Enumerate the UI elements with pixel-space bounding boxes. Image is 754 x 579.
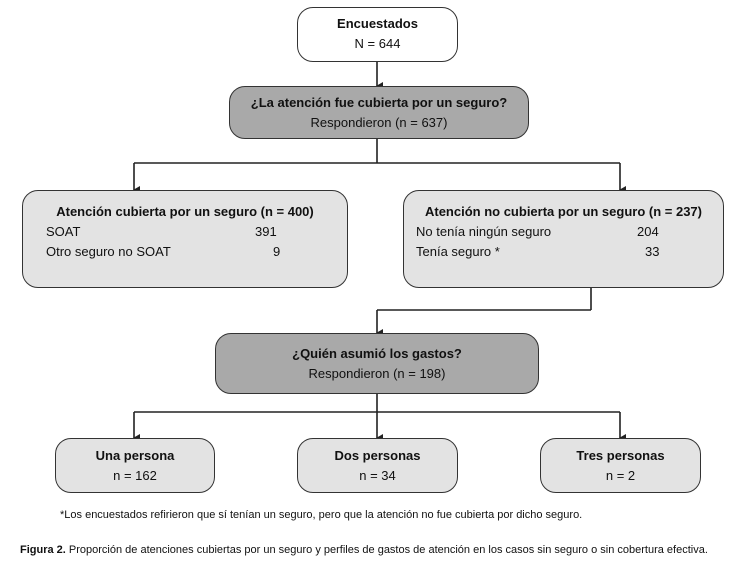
figure-caption: Figura 2. Proporción de atenciones cubie… bbox=[20, 543, 742, 557]
payer-title: Una persona bbox=[95, 448, 175, 463]
payer-title: Dos personas bbox=[334, 448, 421, 463]
not-covered-row-value: 204 bbox=[637, 224, 659, 239]
coverage-question-responses: Respondieron (n = 637) bbox=[310, 115, 448, 130]
not-covered-row-value: 33 bbox=[645, 244, 660, 259]
payer-title: Tres personas bbox=[576, 448, 665, 463]
figure-caption-text: Proporción de atenciones cubiertas por u… bbox=[68, 544, 708, 556]
covered-box: Atención cubierta por un seguro (n = 400… bbox=[22, 190, 348, 288]
expenses-question-responses: Respondieron (n = 198) bbox=[308, 366, 446, 381]
covered-row-value: 9 bbox=[273, 244, 281, 259]
respondents-title: Encuestados bbox=[337, 16, 418, 31]
payer-box-one: Una persona n = 162 bbox=[55, 438, 215, 493]
covered-row-value: 391 bbox=[255, 224, 277, 239]
expenses-question-box: ¿Quién asumió los gastos? Respondieron (… bbox=[215, 333, 539, 394]
not-covered-row-label: No tenía ningún seguro bbox=[416, 224, 552, 239]
coverage-question-box: ¿La atención fue cubierta por un seguro?… bbox=[229, 86, 529, 139]
covered-title: Atención cubierta por un seguro (n = 400… bbox=[56, 204, 314, 219]
covered-row-label: Otro seguro no SOAT bbox=[46, 244, 171, 259]
payer-count: n = 34 bbox=[359, 468, 396, 483]
payer-count: n = 2 bbox=[605, 468, 636, 483]
not-covered-box: Atención no cubierta por un seguro (n = … bbox=[403, 190, 724, 288]
coverage-question-title: ¿La atención fue cubierta por un seguro? bbox=[250, 95, 508, 110]
respondents-box: Encuestados N = 644 bbox=[297, 7, 458, 62]
payer-box-two: Dos personas n = 34 bbox=[297, 438, 458, 493]
payer-count: n = 162 bbox=[113, 468, 157, 483]
covered-row-label: SOAT bbox=[46, 224, 81, 239]
figure-caption-label: Figura 2. bbox=[20, 544, 66, 556]
not-covered-title: Atención no cubierta por un seguro (n = … bbox=[424, 204, 702, 219]
payer-box-three: Tres personas n = 2 bbox=[540, 438, 701, 493]
footnote: *Los encuestados refirieron que sí tenía… bbox=[60, 509, 583, 521]
respondents-count: N = 644 bbox=[354, 36, 401, 51]
not-covered-row-label: Tenía seguro * bbox=[416, 244, 500, 259]
expenses-question-title: ¿Quién asumió los gastos? bbox=[292, 346, 462, 361]
